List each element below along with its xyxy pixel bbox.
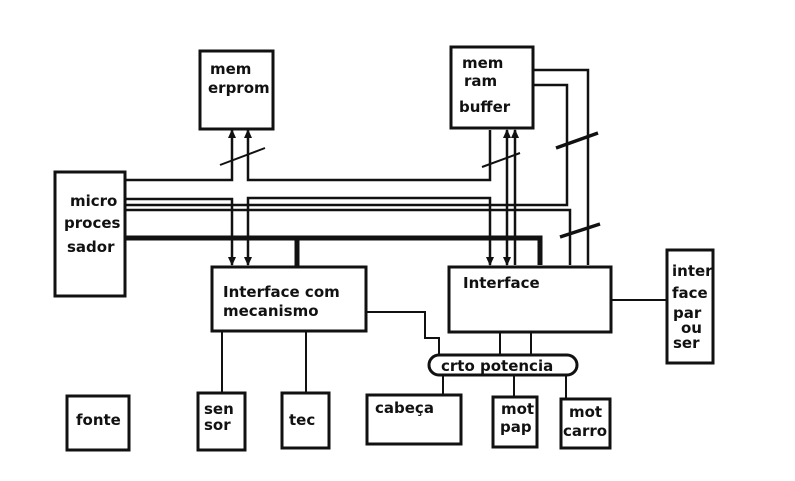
fonte-label: fonte — [76, 411, 121, 429]
parouser-label-3: par — [673, 304, 702, 322]
motpap-label-2: pap — [500, 418, 532, 436]
arrowheads — [228, 129, 519, 266]
parouser-label-4: ou — [681, 319, 702, 337]
memram-label-2: ram — [464, 72, 497, 90]
bus-slash-erprom — [219, 147, 266, 166]
block-tec: tec — [280, 391, 331, 450]
memram-label-1: mem — [462, 54, 503, 72]
motcarro-label-2: carro — [563, 422, 607, 440]
arrow-up-ram-right — [511, 129, 519, 138]
block-cabeca: cabeça — [365, 393, 463, 446]
sensor-label-2: sor — [204, 416, 231, 434]
microprocessor-label-1: micro — [70, 192, 117, 210]
memram-label-3: buffer — [459, 98, 511, 116]
arrow-down-mecanismo-left — [228, 257, 236, 266]
wire-micro-bus-2 — [246, 196, 492, 265]
block-interface-parouser: inter face par ou ser — [665, 248, 715, 365]
crto-potencia-label: crto potencia — [441, 357, 553, 375]
parouser-label-5: ser — [673, 334, 700, 352]
arrow-down-interface-left — [486, 257, 494, 266]
interface-label: Interface — [463, 274, 540, 292]
motpap-label-1: mot — [501, 400, 534, 418]
cabeca-label: cabeça — [375, 399, 434, 417]
microprocessor-label-3: sador — [67, 238, 115, 256]
connections — [125, 68, 667, 399]
microprocessor-label-2: proces — [64, 214, 121, 232]
block-interface-mecanismo: Interface com mecanismo — [210, 265, 368, 333]
block-crto-potencia: crto potencia — [427, 353, 579, 377]
block-interface: Interface — [447, 265, 613, 334]
parouser-label-2: face — [672, 284, 708, 302]
motcarro-label-1: mot — [569, 403, 602, 421]
bus-slash-right-top — [555, 131, 599, 150]
wire-micro-bus-1 — [125, 197, 234, 265]
bus-slash-ram — [481, 152, 521, 168]
wire-ram-to-interface — [533, 68, 590, 265]
block-motcarro: mot carro — [559, 397, 612, 450]
block-fonte: fonte — [65, 394, 131, 452]
parouser-label-1: inter — [672, 262, 713, 280]
arrow-up-ram-left — [503, 129, 511, 138]
block-sensor: sen sor — [196, 391, 247, 452]
wire-mecanismo-to-crto — [366, 311, 440, 356]
wire-micro-to-interface-right — [125, 208, 572, 265]
control-bus — [125, 235, 543, 265]
memerprom-label-1: mem — [210, 60, 251, 78]
arrow-down-interface-right — [503, 257, 511, 266]
arrow-up-erprom-left — [228, 129, 236, 138]
tec-label: tec — [289, 411, 315, 429]
block-motpap: mot pap — [491, 395, 539, 449]
memerprom-label-2: erprom — [208, 79, 270, 97]
wire-micro-to-erprom-left — [125, 130, 234, 182]
arrow-up-erprom-right — [244, 129, 252, 138]
bus-slash-right-bottom — [559, 222, 601, 239]
block-memram: mem ram buffer — [449, 45, 535, 130]
interface-mecanismo-label-1: Interface com — [223, 283, 340, 301]
wire-erprom-to-mem-ram — [246, 130, 492, 182]
block-memerprom: mem erprom — [198, 49, 275, 131]
block-microprocessor: micro proces sador — [53, 170, 127, 298]
sensor-label-1: sen — [204, 400, 234, 418]
arrow-down-mecanismo-right — [244, 257, 252, 266]
interface-mecanismo-label-2: mecanismo — [223, 302, 319, 320]
